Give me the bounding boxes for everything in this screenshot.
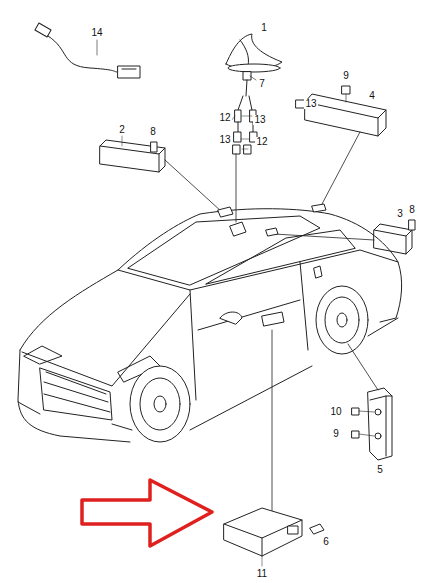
callout-number: 13 [253, 115, 266, 125]
callout-number: 3 [396, 209, 404, 219]
callout-number: 4 [368, 91, 376, 101]
callout-number: 8 [408, 205, 416, 215]
car-body [18, 204, 402, 442]
antenna-cable [35, 23, 140, 78]
control-unit-11 [224, 330, 324, 566]
callout-number: 7 [258, 79, 266, 89]
callout-number: 1 [260, 23, 268, 33]
roof-antenna [226, 34, 282, 222]
control-unit-2 [100, 136, 222, 212]
callout-number: 14 [90, 28, 103, 38]
highlight-arrow [82, 480, 212, 546]
callout-number: 13 [218, 135, 231, 145]
callout-number: 10 [329, 407, 342, 417]
callout-number: 12 [255, 137, 268, 147]
callout-number: 9 [342, 71, 350, 81]
callout-number: 8 [149, 127, 157, 137]
bracket-5 [348, 344, 392, 460]
callout-number: 13 [304, 99, 317, 109]
callout-number: 9 [332, 429, 340, 439]
callout-number: 12 [218, 113, 231, 123]
callout-number: 2 [118, 125, 126, 135]
callout-number: 11 [256, 569, 268, 579]
callout-number: 5 [376, 465, 384, 475]
control-unit-4 [296, 86, 386, 204]
callout-number: 6 [322, 537, 330, 547]
